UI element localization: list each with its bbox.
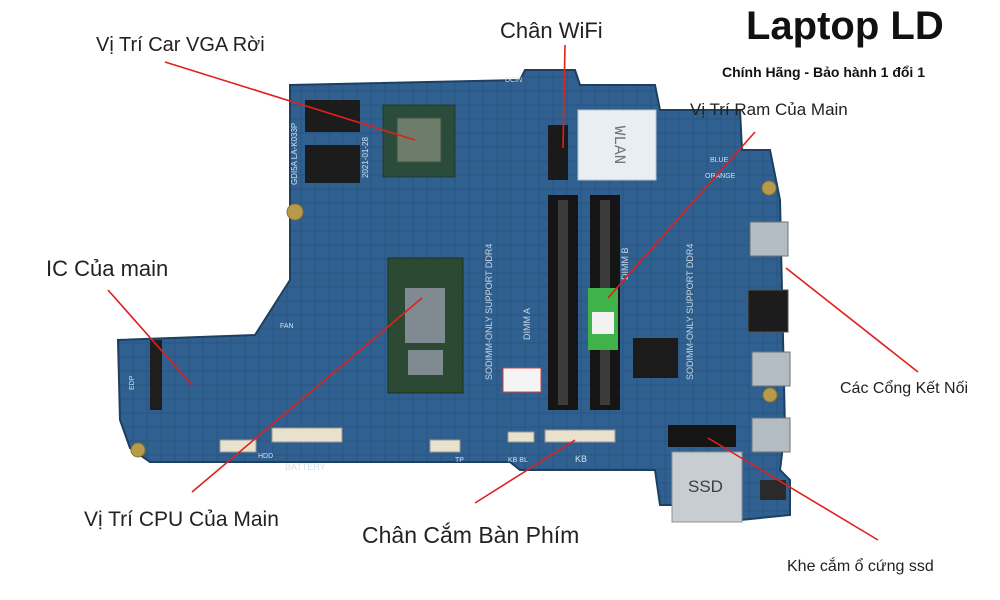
sticker-small xyxy=(502,367,542,393)
screw-hole xyxy=(130,442,146,458)
leader-lines xyxy=(107,44,919,541)
fan-silk: FAN xyxy=(280,323,294,330)
leader-wifi xyxy=(562,44,566,149)
ssd-bracket xyxy=(671,451,743,523)
leader-ram xyxy=(607,131,756,299)
leader-keyboard xyxy=(474,439,576,504)
vga-chip-die xyxy=(396,117,442,163)
connector-tp xyxy=(429,439,461,453)
battery-silk: BATTERY xyxy=(285,462,326,472)
kb-silk: KB xyxy=(575,454,587,464)
screw-hole xyxy=(286,203,304,221)
label-vga: Vị Trí Car VGA Rời xyxy=(96,34,265,56)
connector-hdd xyxy=(219,439,257,453)
port-usb-c xyxy=(749,221,789,257)
wifi-slot xyxy=(548,125,568,180)
label-wifi: Chân WiFi xyxy=(500,18,603,43)
screw-hole xyxy=(761,180,777,196)
port-usb-a xyxy=(751,351,791,387)
qr-code xyxy=(592,312,614,334)
date-silk: 2021-01-28 xyxy=(361,137,370,178)
leader-vga xyxy=(164,61,416,141)
blue-silk: BLUE xyxy=(710,157,729,164)
leader-ports xyxy=(785,267,919,373)
port-rj45 xyxy=(747,289,789,333)
label-ssd-slot: Khe cắm ổ cứng ssd xyxy=(787,558,934,575)
cpu-die-large xyxy=(405,288,445,343)
so-dimm-a-silk: SODIMM-ONLY SUPPORT DDR4 xyxy=(484,244,494,380)
edp-silk: EDP xyxy=(129,375,136,390)
leader-ssd xyxy=(707,437,879,541)
cpu-die-small xyxy=(408,350,443,375)
connector-kbbl xyxy=(507,431,535,443)
label-cpu: Vị Trí CPU Của Main xyxy=(84,508,279,531)
leader-ic xyxy=(107,289,193,386)
board-id-silk: GDI5A LA-K033P xyxy=(290,123,299,185)
label-keyboard: Chân Cắm Bàn Phím xyxy=(362,522,580,548)
hdd-silk: HDD xyxy=(258,453,273,460)
wlan-sticker xyxy=(577,109,657,181)
dimm-b-silk: DIMM B xyxy=(620,248,630,281)
port-usb-a-2 xyxy=(751,417,791,453)
connector-battery xyxy=(271,427,343,443)
screw-hole xyxy=(762,387,778,403)
label-ram: Vị Trí Ram Của Main xyxy=(690,100,848,119)
connector-edp xyxy=(150,340,162,410)
ram-slot-a-groove xyxy=(558,200,568,405)
label-ports: Các Cổng Kết Nối xyxy=(840,380,969,397)
tp-silk: TP xyxy=(455,457,464,464)
chip-right xyxy=(633,338,678,378)
dimm-a-silk: DIMM A xyxy=(522,308,532,340)
ssd-silk: SSD xyxy=(688,477,723,496)
so-dimm-b-silk: SODIMM-ONLY SUPPORT DDR4 xyxy=(685,244,695,380)
orange-silk: ORANGE xyxy=(705,173,736,180)
brand-tagline: Chính Hãng - Bảo hành 1 đổi 1 xyxy=(722,64,925,80)
vram-chip xyxy=(305,145,360,183)
connector-kb xyxy=(544,429,616,443)
vram-chip xyxy=(305,100,360,132)
kbbl-silk: KB BL xyxy=(508,457,528,464)
label-ic: IC Của main xyxy=(46,256,169,281)
ssd-slot xyxy=(668,425,736,447)
leader-cpu xyxy=(191,297,423,493)
brand-name: Laptop LD xyxy=(746,4,944,48)
dcin-silk: DCIN xyxy=(505,77,522,84)
port-audio xyxy=(760,480,786,500)
wlan-label: WLAN xyxy=(610,126,628,164)
